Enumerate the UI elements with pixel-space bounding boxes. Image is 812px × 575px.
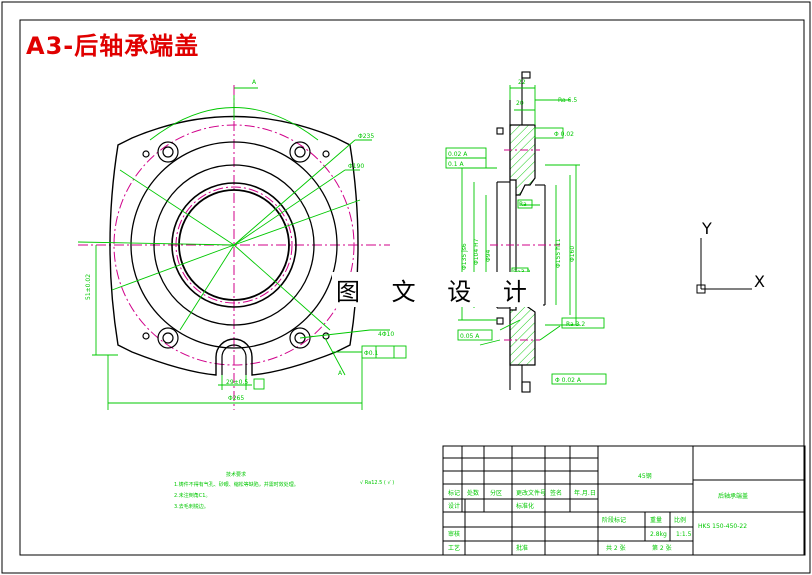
svg-text:工艺: 工艺: [448, 544, 460, 552]
svg-text:A: A: [338, 370, 343, 377]
svg-text:更改文件号: 更改文件号: [516, 489, 546, 497]
svg-text:Φ160: Φ160: [569, 246, 576, 262]
flange-outline: [109, 115, 359, 376]
svg-text:Φ265: Φ265: [228, 395, 244, 402]
svg-text:29±0.5: 29±0.5: [226, 379, 248, 386]
technical-notes: 技术要求 1.铸件不得有气孔、砂眼、缩松等缺陷，并需时效处理。 2.未注倒角C1…: [174, 471, 394, 510]
outer-step-circle: [130, 141, 338, 349]
svg-text:Φ94: Φ94: [485, 249, 492, 262]
bottom-notch: [221, 344, 247, 375]
ucs-axis-icon: [696, 238, 752, 294]
svg-text:后轴承端盖: 后轴承端盖: [718, 492, 748, 500]
svg-text:标准化: 标准化: [516, 502, 534, 510]
drawing-title: A3-后轴承端盖: [26, 32, 200, 60]
svg-text:3.去毛刺锐边。: 3.去毛刺锐边。: [174, 503, 209, 510]
svg-text:4Φ10: 4Φ10: [378, 331, 394, 338]
bore-centerline: [175, 186, 293, 304]
svg-text:处数: 处数: [467, 489, 479, 497]
svg-text:Ra 3.2: Ra 3.2: [566, 321, 585, 328]
watermark-text: 图 文 设 计: [332, 272, 543, 307]
svg-text:Φ235: Φ235: [358, 133, 374, 140]
boss-outer-circle: [171, 182, 297, 308]
svg-text:Ra 6.5: Ra 6.5: [558, 97, 577, 104]
svg-text:第 2 张: 第 2 张: [652, 544, 672, 552]
svg-text:Φ0.1: Φ0.1: [364, 350, 378, 357]
ucs-y-label: Y: [702, 219, 712, 238]
bore-circle: [178, 189, 290, 301]
svg-text:技术要求: 技术要求: [226, 471, 246, 478]
title-block-text: 标记 处数 分区 更改文件号 签名 年.月.日 设计 标准化 审核 工艺 批准 …: [448, 472, 748, 552]
svg-text:0.1 A: 0.1 A: [448, 161, 464, 168]
section-view: 22 20 Ra 6.5 Φ 0.02 0.02 A 0.1 A Ra 3.2 …: [445, 71, 607, 393]
svg-text:51±0.02: 51±0.02: [85, 274, 92, 300]
svg-text:Φ 0.02 A: Φ 0.02 A: [555, 377, 582, 384]
svg-text:重量: 重量: [650, 516, 662, 524]
svg-text:签名: 签名: [550, 489, 562, 497]
svg-text:A: A: [252, 79, 257, 86]
svg-text:Ra: Ra: [519, 201, 527, 208]
svg-text:0.05 A: 0.05 A: [460, 333, 480, 340]
svg-text:比例: 比例: [674, 516, 686, 524]
svg-text:年.月.日: 年.月.日: [574, 489, 596, 497]
svg-text:Φ135 js6: Φ135 js6: [461, 243, 468, 270]
svg-text:Φ155 h11: Φ155 h11: [555, 238, 562, 268]
inner-border: [19, 19, 805, 556]
svg-text:20: 20: [516, 100, 524, 107]
title-block: [442, 445, 806, 556]
svg-text:1.铸件不得有气孔、砂眼、缩松等缺陷，并需时效处理。: 1.铸件不得有气孔、砂眼、缩松等缺陷，并需时效处理。: [174, 481, 299, 488]
svg-text:设计: 设计: [448, 502, 460, 510]
svg-text:Φ 0.02: Φ 0.02: [554, 131, 574, 138]
recess-circle: [153, 164, 315, 326]
svg-text:1:1.5: 1:1.5: [676, 531, 692, 538]
bolt-holes: [142, 141, 330, 349]
svg-text:标记: 标记: [448, 489, 460, 497]
svg-text:0.02 A: 0.02 A: [448, 151, 468, 158]
svg-text:2.8kg: 2.8kg: [650, 531, 667, 538]
svg-text:分区: 分区: [490, 489, 502, 497]
svg-text:√ Ra12.5 ( √ ): √ Ra12.5 ( √ ): [360, 480, 394, 486]
svg-text:45钢: 45钢: [638, 472, 652, 480]
svg-text:批准: 批准: [516, 544, 528, 552]
svg-text:HKS 150-450-22: HKS 150-450-22: [698, 523, 747, 530]
svg-text:22: 22: [518, 79, 526, 86]
svg-text:Φ104 H7: Φ104 H7: [473, 238, 480, 265]
upper-section: [509, 124, 536, 196]
svg-text:阶段标记: 阶段标记: [602, 516, 626, 524]
svg-text:审核: 审核: [448, 530, 460, 538]
front-view: A Φ235 Φ190 4Φ10 Φ0.1 29±0.5 Φ265 A 51±0…: [77, 79, 407, 410]
svg-text:Φ190: Φ190: [348, 163, 364, 170]
svg-text:2.未注倒角C1。: 2.未注倒角C1。: [174, 492, 210, 499]
svg-text:共 2 张: 共 2 张: [606, 544, 626, 552]
ucs-x-label: X: [754, 272, 765, 291]
